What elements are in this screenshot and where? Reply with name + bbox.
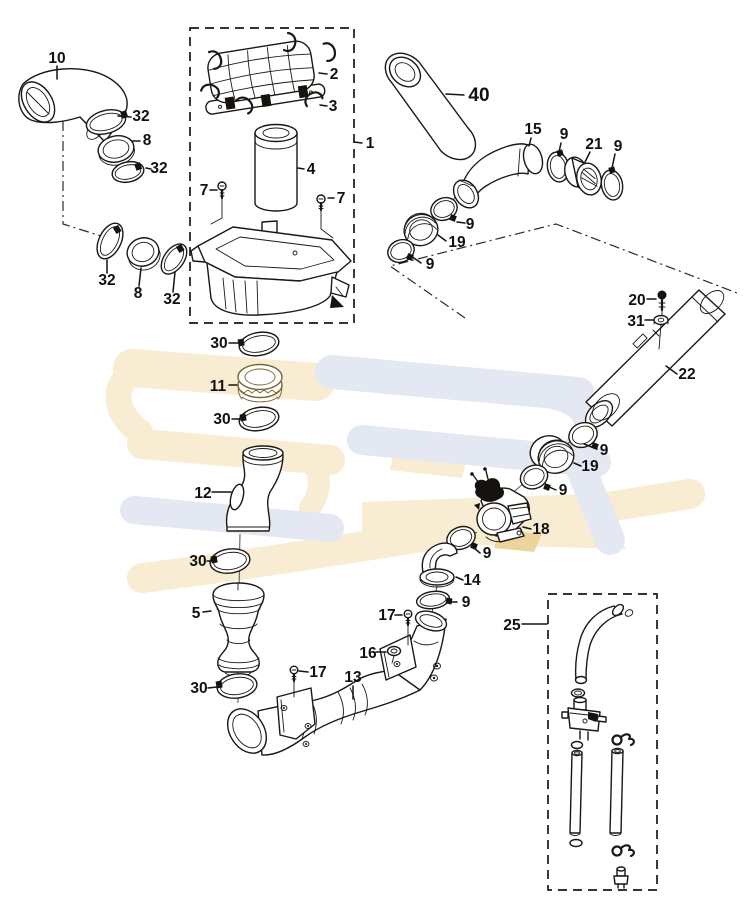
callout-13: 13 bbox=[344, 669, 362, 686]
part-9-clamp-d bbox=[387, 238, 415, 264]
callout-4: 4 bbox=[307, 161, 316, 178]
part-12-s-duct bbox=[225, 445, 284, 532]
callout-7-b: 7 bbox=[337, 190, 346, 207]
part-32-clamp-b bbox=[111, 160, 145, 184]
part-30-clamp-a bbox=[237, 331, 280, 357]
callout-3: 3 bbox=[329, 98, 338, 115]
part-1-airbox-assembly-box bbox=[189, 27, 355, 324]
part-13-air-duct bbox=[226, 610, 448, 756]
callout-17-a: 17 bbox=[309, 664, 326, 681]
part-25-drain-tube-right bbox=[609, 747, 624, 836]
part-2-airbox-cover bbox=[205, 40, 326, 115]
part-30-clamp-b bbox=[238, 406, 280, 432]
callout-7-a: 7 bbox=[200, 182, 209, 199]
part-15-elbow-hose bbox=[452, 143, 544, 209]
part-16-nut bbox=[386, 645, 402, 664]
callout-22: 22 bbox=[678, 366, 695, 383]
part-25-hose-clip-b bbox=[611, 844, 635, 858]
part-6-airbox-housing bbox=[190, 220, 352, 316]
part-32-clamp-d bbox=[160, 243, 188, 275]
callout-labels: 10 32 8 32 32 8 32 1 2 3 4 7 7 40 15 9 2… bbox=[48, 50, 695, 697]
callout-11: 11 bbox=[210, 378, 227, 395]
part-9-clamp-e bbox=[568, 421, 599, 450]
callout-30-d: 30 bbox=[190, 680, 207, 697]
callout-12: 12 bbox=[194, 485, 211, 502]
callout-18: 18 bbox=[532, 521, 550, 538]
part-25-drain-tube-left bbox=[569, 740, 584, 848]
callout-30-c: 30 bbox=[189, 553, 206, 570]
part-9-clamp-b bbox=[600, 166, 624, 201]
callout-32-c: 32 bbox=[98, 272, 115, 289]
callout-32-b: 32 bbox=[150, 160, 167, 177]
callout-32-d: 32 bbox=[163, 291, 180, 308]
callout-20: 20 bbox=[628, 292, 645, 309]
part-22-connecting-tube bbox=[584, 289, 726, 428]
part-25-breather-kit-box bbox=[547, 593, 658, 891]
callout-9-d: 9 bbox=[426, 256, 435, 273]
part-32-clamp-c bbox=[96, 222, 124, 260]
callout-10: 10 bbox=[48, 50, 65, 67]
callout-19-b: 19 bbox=[581, 458, 599, 475]
part-9-clamp-c bbox=[430, 196, 458, 222]
callout-30-b: 30 bbox=[213, 411, 230, 428]
part-25-breather-hose bbox=[574, 603, 634, 685]
callout-9-e: 9 bbox=[600, 442, 609, 459]
part-14-intake-elbow bbox=[419, 542, 458, 588]
callout-31: 31 bbox=[627, 313, 645, 330]
part-8-ring-a bbox=[97, 135, 135, 166]
callout-40: 40 bbox=[468, 85, 489, 106]
callout-8-a: 8 bbox=[143, 132, 152, 149]
part-21-bushing bbox=[564, 156, 602, 196]
part-9-clamp-h bbox=[415, 590, 453, 610]
callout-9-g: 9 bbox=[483, 545, 492, 562]
callout-9-a: 9 bbox=[560, 126, 569, 143]
part-8-ring-b bbox=[126, 237, 161, 271]
callout-14: 14 bbox=[463, 572, 481, 589]
part-7-screw-left bbox=[210, 181, 227, 225]
part-19-coupling-b bbox=[529, 435, 575, 474]
callout-32-a: 32 bbox=[132, 108, 149, 125]
part-31-nut bbox=[653, 314, 669, 350]
part-30-clamp-d bbox=[215, 673, 258, 699]
part-5-bellows-coupling bbox=[212, 582, 265, 677]
part-3-cover-clips bbox=[200, 31, 337, 115]
callout-9-h: 9 bbox=[462, 594, 471, 611]
callout-5: 5 bbox=[192, 605, 201, 622]
part-9-clamp-a bbox=[546, 149, 570, 183]
callout-15: 15 bbox=[524, 121, 542, 138]
callout-8-b: 8 bbox=[134, 285, 143, 302]
part-40-inlet-tube bbox=[384, 52, 477, 161]
part-19-coupling-a bbox=[403, 212, 439, 247]
callout-21: 21 bbox=[585, 136, 603, 153]
callout-9-f: 9 bbox=[559, 482, 568, 499]
callout-30-a: 30 bbox=[210, 335, 227, 352]
callout-2: 2 bbox=[330, 66, 339, 83]
callout-19-a: 19 bbox=[448, 234, 466, 251]
callout-25: 25 bbox=[503, 617, 521, 634]
part-25-hose-clip-a bbox=[611, 733, 635, 747]
callout-16: 16 bbox=[359, 645, 377, 662]
part-18-throttle-body bbox=[470, 467, 532, 543]
callout-1: 1 bbox=[366, 135, 375, 152]
leader-lines bbox=[56, 65, 678, 700]
callout-9-b: 9 bbox=[614, 138, 623, 155]
part-17-screw-right bbox=[403, 609, 413, 646]
callout-17-b: 17 bbox=[378, 607, 395, 624]
part-9-clamp-f bbox=[519, 464, 551, 491]
part-7-screw-right bbox=[316, 194, 334, 239]
part-25-fitting bbox=[613, 866, 629, 889]
part-17-screw-left bbox=[289, 665, 299, 698]
part-30-clamp-c bbox=[209, 548, 251, 574]
part-4-filter-element bbox=[254, 123, 298, 212]
part-20-screw bbox=[657, 290, 667, 317]
part-11-ribbed-ring bbox=[237, 363, 283, 403]
callout-9-c: 9 bbox=[466, 216, 475, 233]
part-25-check-valve bbox=[561, 688, 607, 741]
